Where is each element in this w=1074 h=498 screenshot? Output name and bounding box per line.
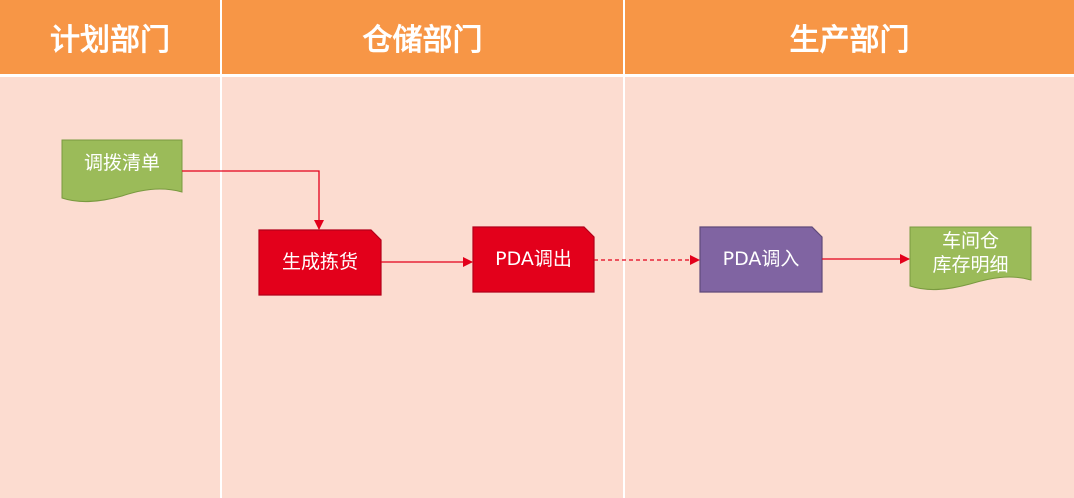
pda-out-node[interactable] bbox=[472, 226, 595, 293]
lane-header-warehouse: 仓储部门 bbox=[222, 0, 623, 74]
generate-picking-node[interactable] bbox=[258, 229, 382, 296]
lane-title-warehouse: 仓储部门 bbox=[362, 23, 483, 58]
lane-header-production: 生产部门 bbox=[625, 0, 1074, 74]
lane-divider bbox=[220, 0, 222, 498]
workshop-inventory-node[interactable] bbox=[909, 226, 1032, 291]
lane-header-plan: 计划部门 bbox=[0, 0, 220, 74]
connector-transfer-to-picking bbox=[182, 170, 324, 230]
pda-in-node[interactable] bbox=[699, 226, 823, 293]
header-separator bbox=[0, 74, 1074, 77]
lane-title-production: 生产部门 bbox=[789, 23, 910, 58]
lane-divider bbox=[623, 0, 625, 498]
lane-title-plan: 计划部门 bbox=[50, 23, 170, 58]
transfer-list-node[interactable] bbox=[61, 139, 183, 203]
